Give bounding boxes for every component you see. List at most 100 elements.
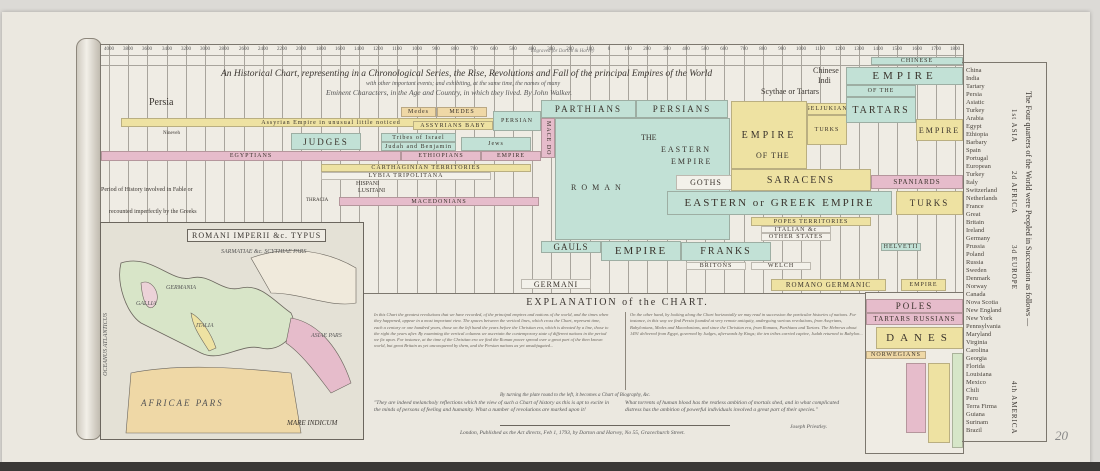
map-inset-roman-empire: ROMANI IMPERII &c. TYPUS SARMATIAE &c. S… — [100, 222, 364, 440]
country-item: Nova Scotia — [966, 299, 998, 306]
year-tick-label: 900 — [432, 47, 440, 52]
band-goths: GOTHS — [676, 175, 736, 190]
country-item: Chili — [966, 387, 980, 394]
band-jews: Jews — [461, 137, 531, 151]
page-number: 20 — [1055, 428, 1068, 443]
century-gridline — [128, 45, 129, 293]
year-tick-label: 500 — [509, 47, 517, 52]
year-tick-label: 500 — [701, 47, 709, 52]
country-item: Maryland — [966, 331, 992, 338]
century-gridline — [263, 45, 264, 293]
map-drawing — [119, 250, 357, 434]
label-nineveh: Nineveh — [163, 131, 180, 136]
country-item: Britain — [966, 219, 985, 226]
band-macedonians: MACEDONIANS — [339, 197, 539, 206]
country-item: Great — [966, 211, 981, 218]
year-tick-label: 4000 — [104, 47, 114, 52]
country-item: Norway — [966, 283, 987, 290]
band-parthians: PARTHIANS — [541, 100, 636, 118]
label-fable-2: recounted imperfectly by the Greeks — [109, 209, 197, 215]
publisher-imprint: London, Published as the Act directs, Fe… — [460, 430, 685, 436]
century-gridline — [878, 45, 879, 293]
band-norwegians: NORWEGIANS — [866, 351, 926, 359]
year-tick-label: 3800 — [123, 47, 133, 52]
year-tick-label: 1300 — [854, 47, 864, 52]
explanation-column-2: On the other hand, by looking along the … — [625, 312, 865, 390]
year-tick-label: 1000 — [412, 47, 422, 52]
year-tick-label: 400 — [528, 47, 536, 52]
legend-heading: The Four quarters of the World were Peop… — [1024, 91, 1033, 327]
country-item: Virginia — [966, 339, 988, 346]
label-roman: ROMAN — [571, 183, 626, 192]
header-rule — [101, 55, 963, 56]
country-item: Pennsylvania — [966, 323, 1001, 330]
band-gauls: GAULS — [541, 241, 601, 253]
country-item: Prussia — [966, 243, 985, 250]
explanation-section: EXPLANATION of the CHART. In this Chart … — [370, 294, 865, 454]
year-tick-label: 600 — [490, 47, 498, 52]
country-item: Portugal — [966, 155, 989, 162]
label-the: THE — [641, 133, 657, 142]
label-thracia: THRACIA — [306, 198, 329, 203]
century-gridline — [955, 45, 956, 293]
country-item: Georgia — [966, 355, 987, 362]
scroll-ornament — [76, 38, 102, 440]
country-item: New York — [966, 315, 993, 322]
band-persian: PERSIAN — [493, 111, 541, 131]
year-tick-label: 100 — [586, 47, 594, 52]
year-tick-label: 1600 — [335, 47, 345, 52]
year-tick-label: 800 — [451, 47, 459, 52]
country-item: Canada — [966, 291, 986, 298]
country-item: India — [966, 75, 980, 82]
band-medes: MEDES — [437, 107, 487, 117]
century-gridline — [224, 45, 225, 293]
explanation-column-1: In this Chart the greatest revolutions t… — [374, 312, 609, 349]
century-gridline — [532, 45, 533, 293]
band-judah: Judah and Benjamin — [381, 142, 456, 151]
band-eastern-greek: EASTERN or GREEK EMPIRE — [667, 191, 892, 215]
century-gridline — [897, 45, 898, 293]
quote-part-2: What torrents of human blood has the res… — [625, 400, 840, 413]
century-gridline — [167, 45, 168, 293]
year-tick-label: 800 — [759, 47, 767, 52]
year-tick-label: 300 — [547, 47, 555, 52]
band-danes: DANES — [876, 327, 963, 349]
map-title: ROMANI IMPERII &c. TYPUS — [187, 229, 327, 242]
label-persia: Persia — [149, 97, 174, 108]
century-gridline — [936, 45, 937, 293]
year-tick-label: 3200 — [181, 47, 191, 52]
label-chinese: Chinese — [813, 66, 839, 75]
band-empire-mid: EMPIRE — [481, 151, 541, 161]
year-tick-label: 700 — [740, 47, 748, 52]
band-spaniards: SPANIARDS — [871, 175, 963, 189]
label-hispani: HISPANI — [356, 181, 380, 187]
country-item: Italy — [966, 179, 978, 186]
quarter-america: 4th AMERICA — [1010, 381, 1018, 435]
country-item: Egypt — [966, 123, 982, 130]
band-seljukian: SELJUKIAN — [807, 103, 847, 115]
map-label-mare-indicum: MARE INDICUM — [287, 419, 338, 427]
band-egyptians: EGYPTIANS — [101, 151, 401, 161]
band-carthaginian: CARTHAGINIAN TERRITORIES — [321, 164, 531, 172]
band-italian: ITALIAN &c — [761, 226, 831, 233]
map-label-italia: ITALIA — [196, 323, 214, 329]
map-label-asiae: ASIAE PARS — [311, 333, 342, 339]
band-empire-right: EMPIRE — [916, 119, 963, 141]
chart-subtitle-2: Eminent Characters, in the Age and Count… — [326, 88, 573, 97]
country-item: Turkey — [966, 171, 985, 178]
country-item: Guiana — [966, 411, 985, 418]
band-empire-rg: EMPIRE — [901, 279, 946, 291]
band-of-the-2: OF THE — [846, 85, 916, 97]
explanation-heading: EXPLANATION of the CHART. — [526, 297, 709, 308]
band-saracens: SARACENS — [731, 169, 871, 191]
country-item: Turkey — [966, 107, 985, 114]
explanation-bridge: By turning the plate round to the left, … — [500, 393, 651, 398]
year-tick-label: 1500 — [892, 47, 902, 52]
band-persians: PERSIANS — [636, 100, 728, 118]
year-tick-label: 1700 — [931, 47, 941, 52]
country-item: Carolina — [966, 347, 989, 354]
country-item: Asiatic — [966, 99, 985, 106]
band-romano-germanic: ROMANO GERMANIC — [771, 279, 886, 291]
century-gridline — [109, 45, 110, 293]
